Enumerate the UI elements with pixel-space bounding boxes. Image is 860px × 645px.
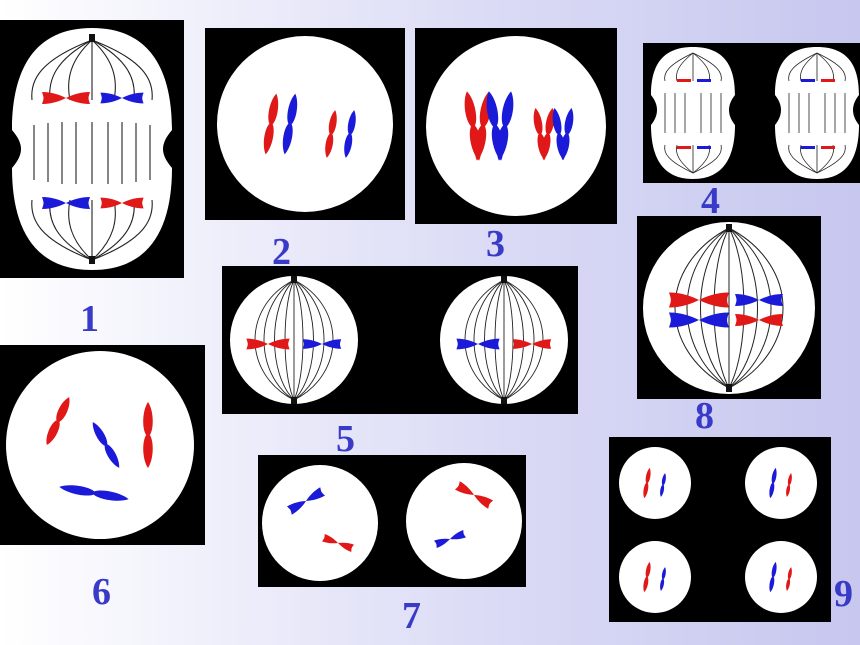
cell-diagram-3: [426, 36, 606, 216]
label-7: 7: [402, 595, 421, 637]
panel-3: [415, 28, 617, 224]
label-2: 2: [272, 231, 291, 273]
cell-diagram-4: [651, 46, 860, 180]
panel-2: [205, 28, 405, 220]
cell-diagram-6: [6, 351, 194, 539]
panel-7: [258, 455, 526, 587]
label-3: 3: [486, 223, 505, 265]
label-1: 1: [80, 298, 99, 340]
cell-diagram-8: [643, 222, 815, 394]
panel-6: [0, 345, 205, 545]
cell-diagram-5: [230, 275, 569, 405]
cell-diagram-7: [262, 463, 522, 581]
label-4: 4: [701, 180, 720, 222]
panel-8: [637, 216, 821, 399]
panel-5: [222, 266, 578, 414]
cell-diagram-9: [619, 447, 817, 613]
panel-1: [0, 20, 184, 278]
panel-4: [643, 43, 860, 183]
label-9: 9: [834, 573, 853, 615]
label-8: 8: [695, 395, 714, 437]
cell-diagram-1: [12, 28, 172, 270]
panel-9: [609, 437, 831, 622]
label-6: 6: [92, 571, 111, 613]
cell-diagram-2: [217, 36, 393, 212]
label-5: 5: [336, 418, 355, 460]
